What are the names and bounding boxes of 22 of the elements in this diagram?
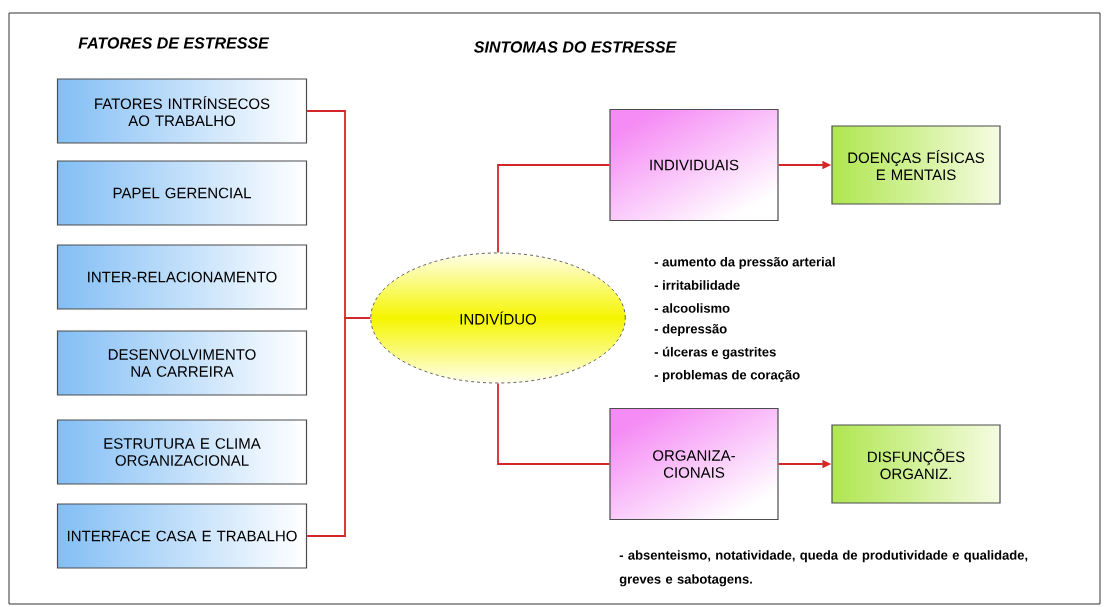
connector [497, 164, 611, 254]
connector [497, 382, 611, 465]
section-heading: FATORES DE ESTRESSE [78, 37, 270, 49]
factor-box: INTERFACE CASA E TRABALHO [56, 503, 308, 569]
consequence-box: DISFUNÇÕES ORGANIZ. [831, 424, 1001, 504]
symptom-item: - irritabilidade [654, 280, 740, 290]
symptom-note: - absenteismo, notatividade, queda de produtividade e qualidade, greves e sabotagens. [619, 550, 1028, 587]
section-heading: SINTOMAS DO ESTRESSE [474, 41, 677, 53]
connector [306, 317, 372, 537]
factor-box: DESENVOLVIMENTO NA CARREIRA [56, 330, 308, 396]
factor-box: ESTRUTURA E CLIMA ORGANIZACIONAL [56, 419, 308, 485]
symptom-item: - aumento da pressão arterial [654, 256, 835, 270]
factor-box: PAPEL GERENCIAL [56, 160, 308, 226]
symptom-item: - depressão [654, 323, 727, 337]
symptom-box: INDIVIDUAIS [609, 108, 779, 222]
symptom-item: - úlceras e gastrites [654, 346, 776, 360]
symptom-item: - alcoolismo [654, 303, 730, 313]
consequence-box: DOENÇAS FÍSICAS E MENTAIS [831, 125, 1001, 205]
factor-box: INTER-RELACIONAMENTO [56, 244, 308, 310]
factor-box: FATORES INTRÍNSECOS AO TRABALHO [56, 78, 308, 144]
symptom-box: ORGANIZA-CIONAIS [609, 407, 779, 521]
symptom-item: - problemas de coração [654, 369, 800, 383]
